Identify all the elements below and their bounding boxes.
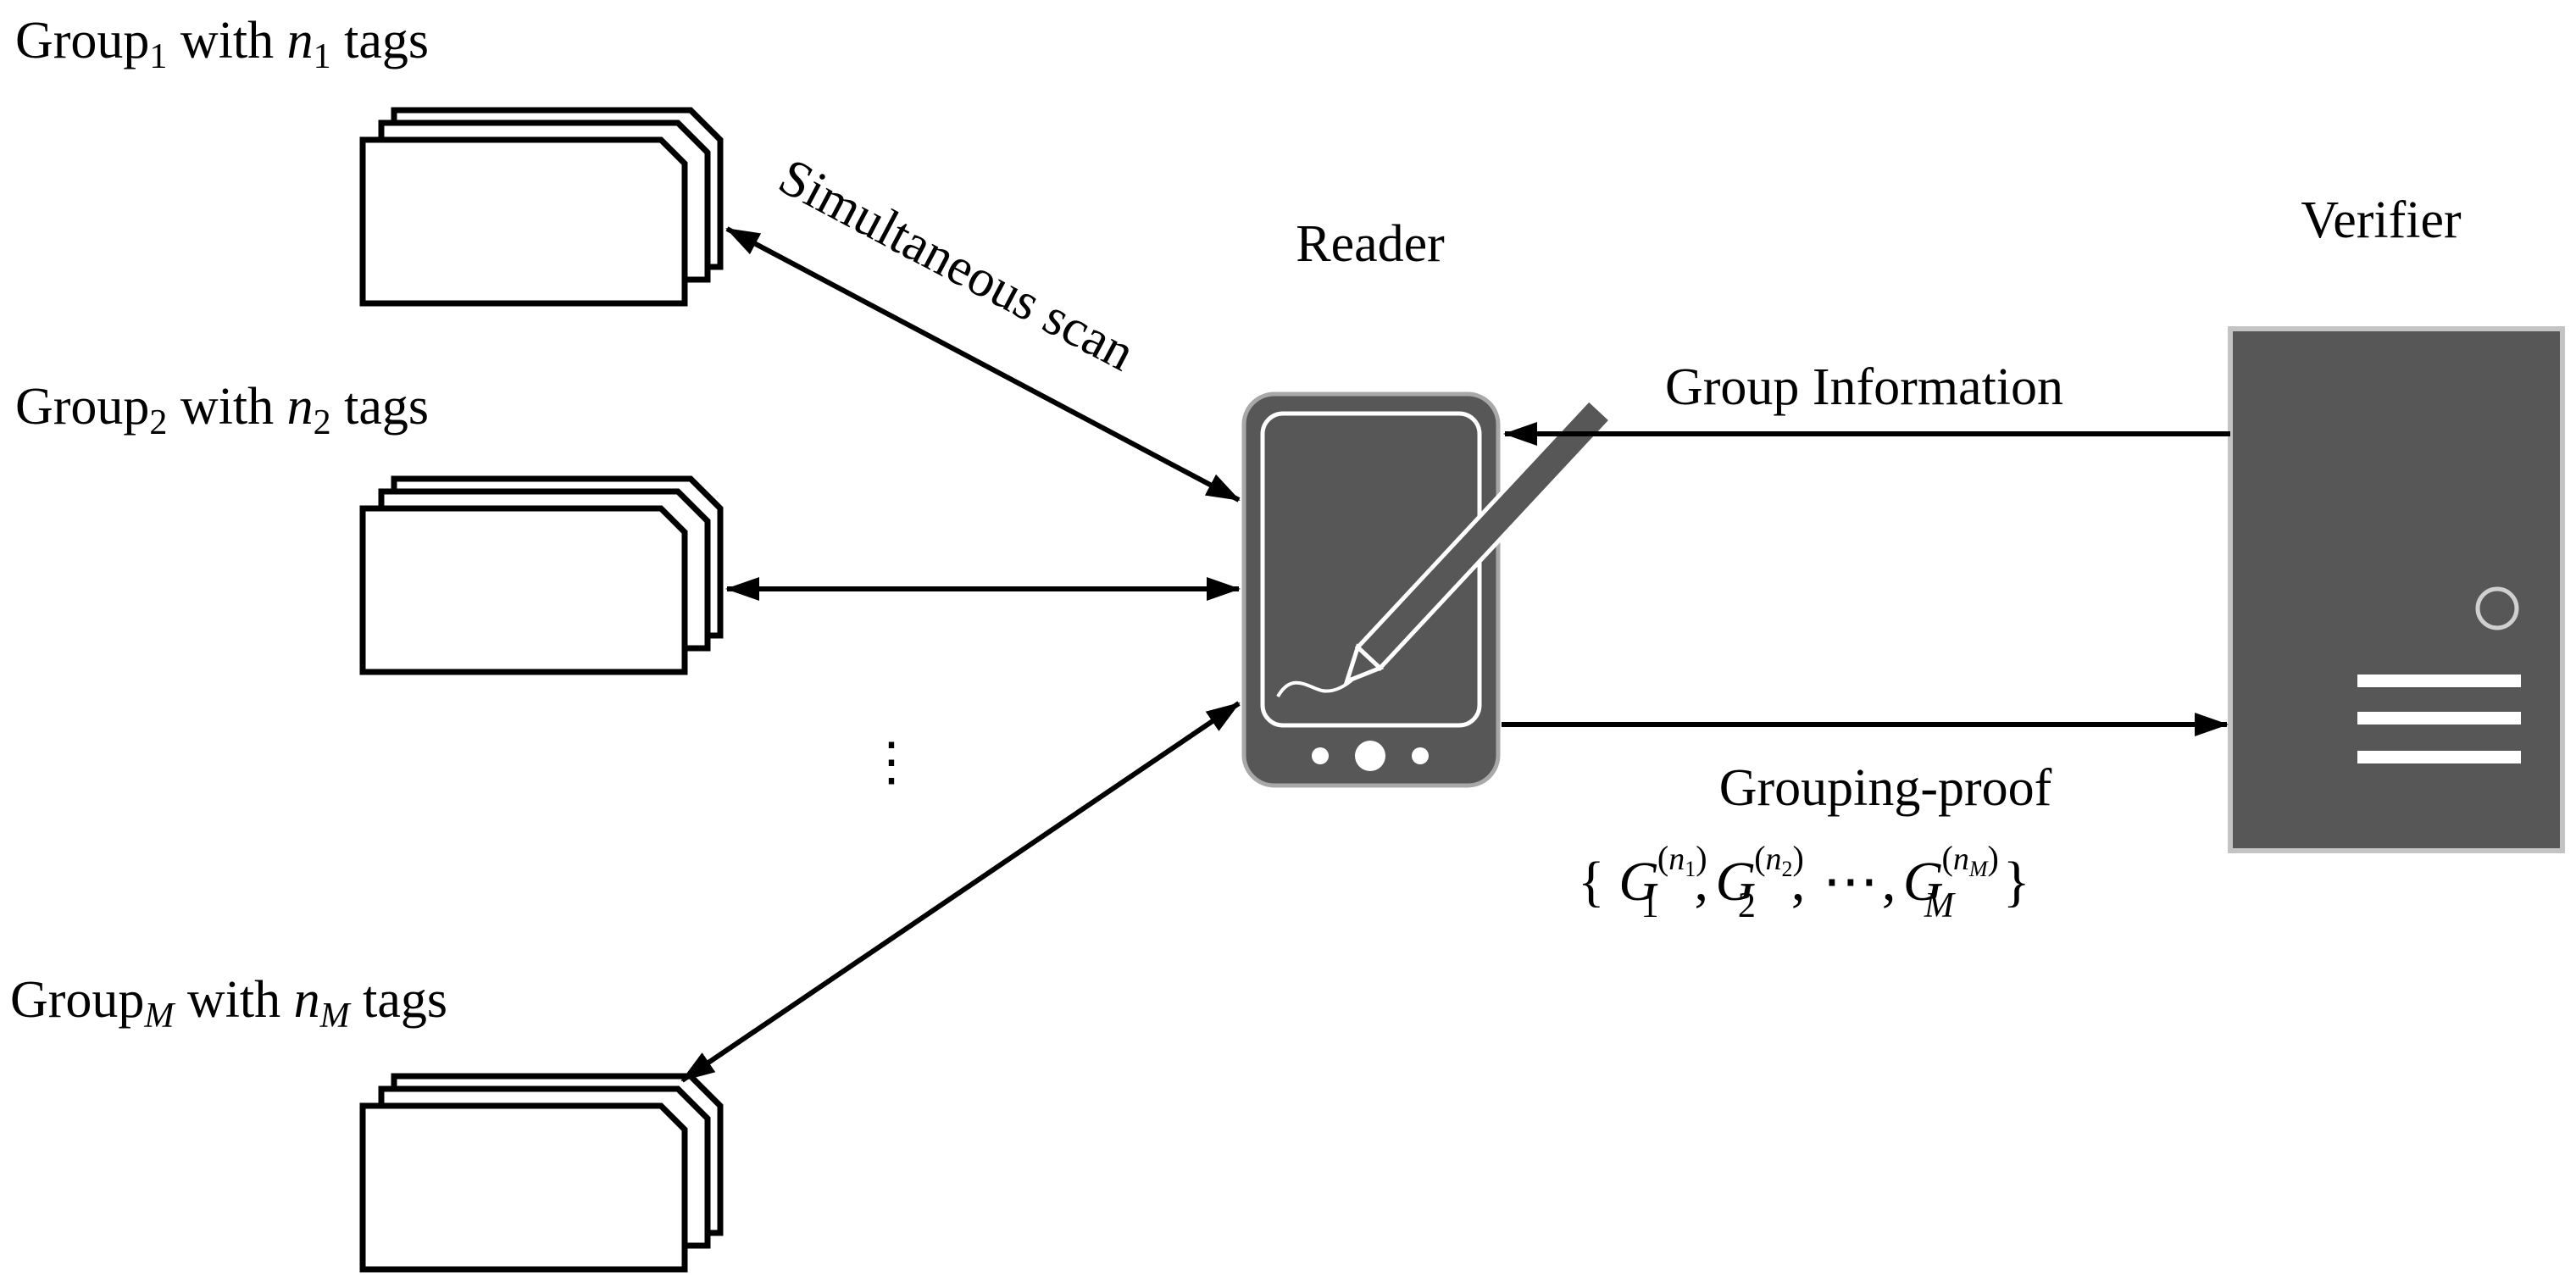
grouping-proof-label: Grouping-proof bbox=[1719, 759, 2052, 817]
verifier-label: Verifier bbox=[2301, 192, 2462, 249]
group-label-m: GroupM with nM tags bbox=[10, 971, 447, 1035]
tag-stack-icon bbox=[359, 1073, 724, 1273]
scan-arrow-group-m bbox=[680, 701, 1241, 1083]
group-label-1: Group1 with n1 tags bbox=[15, 12, 429, 76]
handheld-reader-icon bbox=[1241, 391, 1501, 788]
tag-stack-icon bbox=[359, 107, 724, 307]
server-icon bbox=[2228, 326, 2565, 853]
scan-label: Simultaneous scan bbox=[769, 147, 1143, 382]
reader-label: Reader bbox=[1296, 215, 1445, 273]
more-groups-ellipsis: ⋮ bbox=[865, 734, 918, 791]
group-label-2: Group2 with n2 tags bbox=[15, 378, 429, 442]
scan-arrow-group-1 bbox=[725, 226, 1241, 502]
stylus-icon bbox=[1343, 396, 1614, 686]
tag-stack-icon bbox=[359, 475, 724, 675]
group-information-label: Group Information bbox=[1665, 358, 2063, 416]
grouping-proof-formula: { G(n1)1, G(n2)2, ⋯, G(nM)M} bbox=[1578, 839, 2030, 925]
